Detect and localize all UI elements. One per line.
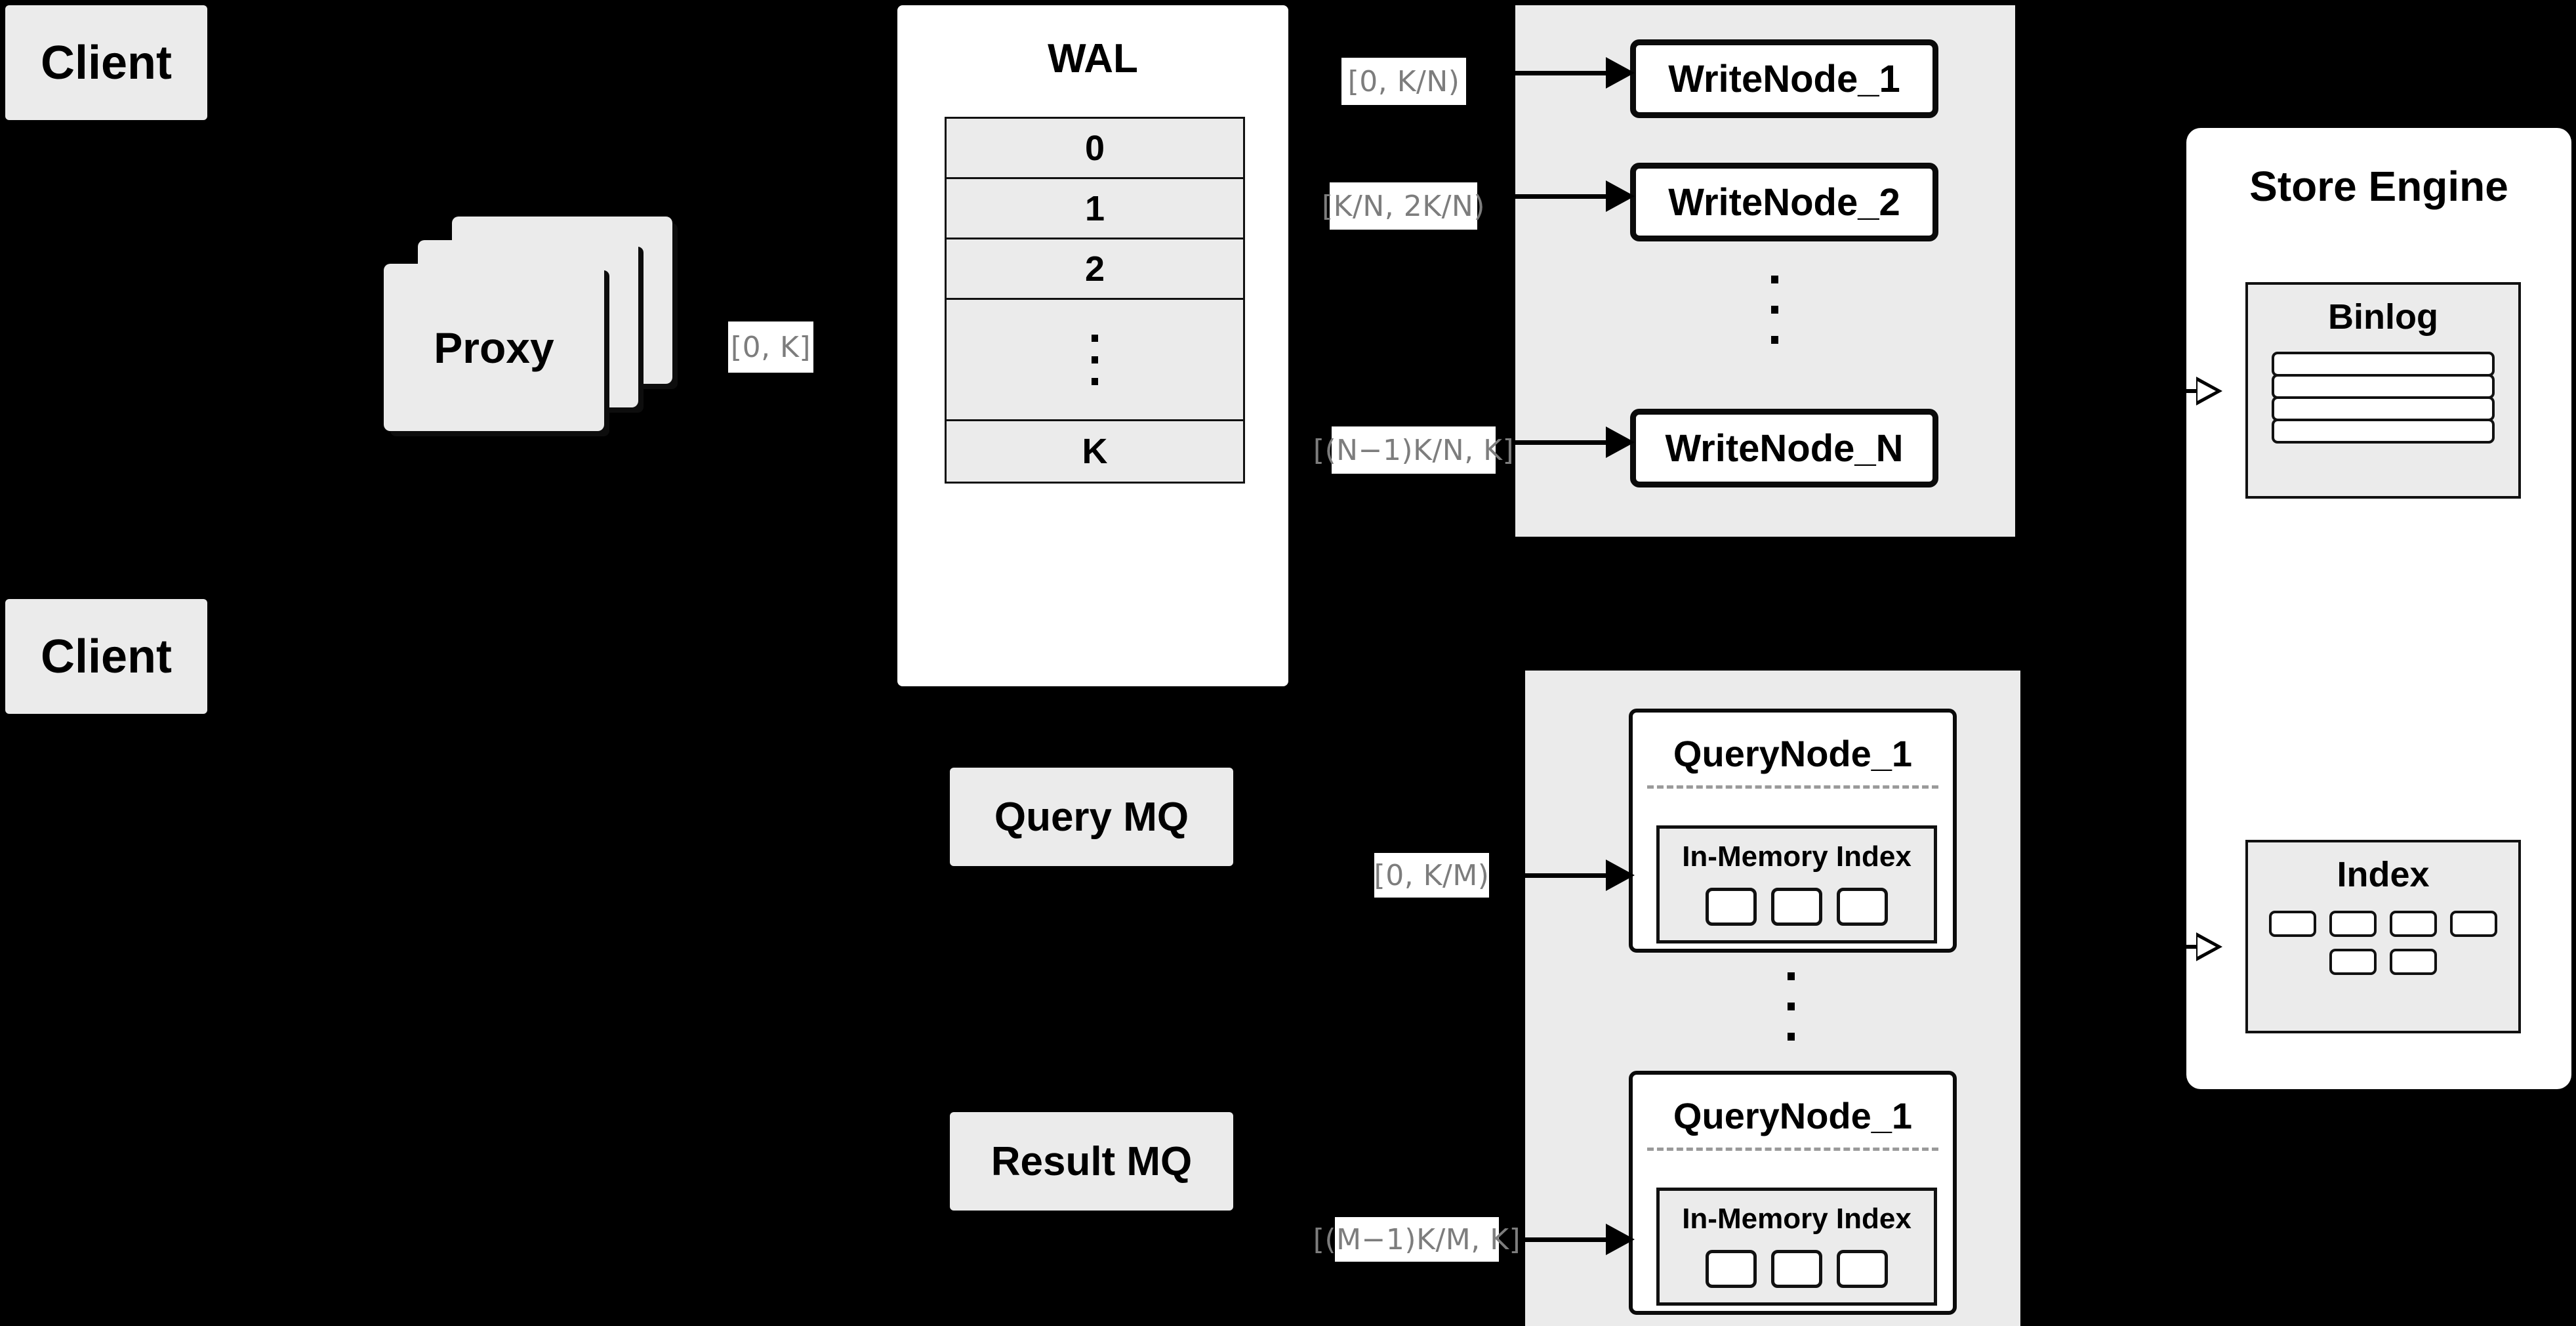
binlog-row <box>2272 374 2495 399</box>
proxy-range-label: [0, K] <box>728 321 813 373</box>
index-cell <box>2450 911 2497 937</box>
ellipsis-dot-icon <box>1092 356 1098 363</box>
wal-row: 0 <box>947 119 1243 179</box>
in-memory-index-cells <box>1660 1250 1934 1288</box>
client-node-1[interactable]: Client <box>5 5 207 120</box>
write-range-label-1: [0, K/N) <box>1341 58 1466 105</box>
in-memory-index-title: In-Memory Index <box>1682 840 1912 873</box>
write-range-label-2: [K/N, 2K/N) <box>1322 182 1485 230</box>
wal-row: 2 <box>947 239 1243 300</box>
index-cell <box>1706 888 1757 926</box>
write-arrow-head-2 <box>1606 180 1635 212</box>
binlog-arrow-line <box>2158 389 2199 393</box>
query-mq-label: Query MQ <box>994 794 1189 840</box>
query-node-divider <box>1647 1148 1938 1151</box>
store-index-panel: Index <box>2245 840 2521 1033</box>
wal-row: K <box>947 421 1243 482</box>
write-cluster-panel: WriteNode_1 WriteNode_2 WriteNode_N <box>1515 5 2015 537</box>
write-arrow-head-1 <box>1606 57 1635 89</box>
write-node-1[interactable]: WriteNode_1 <box>1630 39 1938 118</box>
index-cell <box>1837 1250 1888 1288</box>
binlog-row <box>2272 419 2495 444</box>
write-cluster-ellipsis <box>1771 276 1778 344</box>
query-arrow-head-1 <box>1606 860 1635 891</box>
write-node-n[interactable]: WriteNode_N <box>1630 409 1938 487</box>
client-label: Client <box>40 36 172 89</box>
result-mq-node[interactable]: Result MQ <box>950 1112 1233 1211</box>
index-cell <box>2390 949 2437 975</box>
proxy-stack[interactable]: Proxy <box>384 217 685 431</box>
index-cell <box>2269 911 2316 937</box>
store-index-title: Index <box>2337 855 2430 894</box>
ellipsis-dot-icon <box>1771 336 1778 344</box>
write-arrow-line-n <box>1515 440 1607 445</box>
binlog-title: Binlog <box>2328 297 2438 337</box>
ellipsis-dot-icon <box>1092 334 1098 342</box>
wal-panel: WAL 0 1 2 K <box>897 5 1288 686</box>
write-arrow-line-2 <box>1515 194 1607 199</box>
wal-row: 1 <box>947 179 1243 239</box>
write-node-label: WriteNode_N <box>1665 426 1904 470</box>
in-memory-index-panel: In-Memory Index <box>1656 825 1937 943</box>
index-cell <box>1771 888 1822 926</box>
ellipsis-dot-icon <box>1771 276 1778 283</box>
query-arrow-line-m <box>1525 1237 1607 1242</box>
query-node-title: QueryNode_1 <box>1673 733 1913 774</box>
ellipsis-dot-icon <box>1788 1003 1795 1010</box>
ellipsis-dot-icon <box>1092 377 1098 385</box>
query-range-label-m: [(M−1)K/M, K] <box>1313 1217 1521 1262</box>
index-cell <box>1706 1250 1757 1288</box>
write-arrow-line-1 <box>1515 71 1607 75</box>
wal-entry-table: 0 1 2 K <box>945 117 1245 484</box>
index-cell <box>2390 911 2437 937</box>
ellipsis-dot-icon <box>1788 972 1795 980</box>
binlog-row <box>2272 352 2495 377</box>
write-node-2[interactable]: WriteNode_2 <box>1630 163 1938 241</box>
query-cluster-panel: QueryNode_1 In-Memory Index QueryNode_1 <box>1525 671 2020 1326</box>
write-node-label: WriteNode_2 <box>1668 180 1900 224</box>
client-label: Client <box>40 630 172 683</box>
query-node-divider <box>1647 785 1938 789</box>
query-range-label-1: [0, K/M) <box>1374 853 1489 898</box>
store-index-grid <box>2248 911 2518 975</box>
index-arrow-head <box>2196 932 2222 961</box>
in-memory-index-panel: In-Memory Index <box>1656 1188 1937 1306</box>
store-engine-panel: Store Engine Binlog Index <box>2186 128 2571 1089</box>
result-mq-label: Result MQ <box>991 1138 1193 1184</box>
ellipsis-dot-icon <box>1788 1033 1795 1041</box>
query-cluster-ellipsis <box>1788 972 1795 1041</box>
wal-row-ellipsis <box>947 300 1243 421</box>
query-node-title: QueryNode_1 <box>1673 1095 1913 1136</box>
proxy-label: Proxy <box>434 323 554 372</box>
in-memory-index-cells <box>1660 888 1934 926</box>
query-mq-node[interactable]: Query MQ <box>950 768 1233 866</box>
index-arrow-line <box>2158 945 2199 949</box>
wal-row-label: K <box>1082 432 1108 471</box>
index-cell <box>1837 888 1888 926</box>
binlog-row <box>2272 396 2495 421</box>
write-range-label-n: [(N−1)K/N, K] <box>1313 426 1514 474</box>
index-cell <box>2329 949 2377 975</box>
binlog-panel: Binlog <box>2245 282 2521 499</box>
wal-title: WAL <box>1048 36 1138 81</box>
in-memory-index-title: In-Memory Index <box>1682 1203 1912 1235</box>
query-node-1[interactable]: QueryNode_1 In-Memory Index <box>1629 709 1957 953</box>
ellipsis-dot-icon <box>1771 306 1778 314</box>
store-engine-title: Store Engine <box>2249 163 2508 210</box>
binlog-rows <box>2272 352 2495 444</box>
wal-row-label: 1 <box>1084 188 1105 228</box>
index-cell <box>1771 1250 1822 1288</box>
proxy-card-front[interactable]: Proxy <box>384 264 604 431</box>
wal-row-label: 0 <box>1084 128 1105 168</box>
wal-row-label: 2 <box>1084 249 1105 289</box>
query-node-m[interactable]: QueryNode_1 In-Memory Index <box>1629 1071 1957 1315</box>
query-arrow-head-m <box>1606 1224 1635 1255</box>
binlog-arrow-head <box>2196 377 2222 405</box>
write-arrow-head-n <box>1606 426 1635 458</box>
write-node-label: WriteNode_1 <box>1668 57 1900 100</box>
client-node-2[interactable]: Client <box>5 599 207 714</box>
index-cell <box>2329 911 2377 937</box>
query-arrow-line-1 <box>1525 873 1607 878</box>
